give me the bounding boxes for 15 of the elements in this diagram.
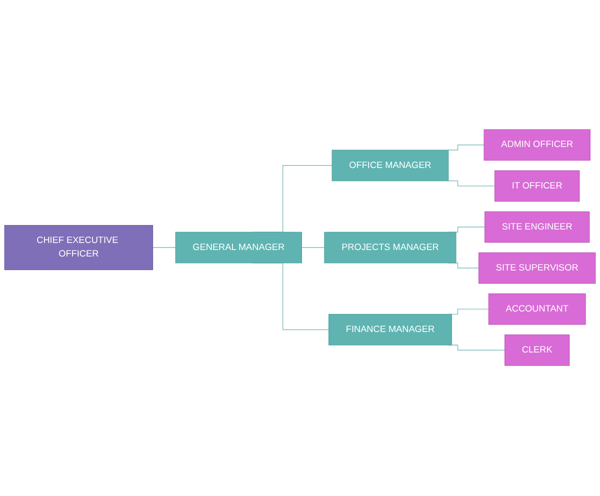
- node-box: FINANCE MANAGER: [328, 314, 452, 346]
- node-box: PROJECTS MANAGER: [324, 232, 456, 264]
- node-box: SITE ENGINEER: [484, 212, 590, 244]
- connector: [448, 144, 484, 151]
- connector: [448, 227, 486, 234]
- node-box: CLERK: [504, 334, 570, 366]
- node-box: OFFICE MANAGER: [332, 150, 449, 182]
- node-box: SITE SUPERVISOR: [478, 252, 596, 284]
- node-box: CHIEF EXECUTIVE OFFICER: [4, 225, 154, 271]
- node-box: IT OFFICER: [494, 170, 580, 202]
- connector: [252, 165, 332, 234]
- connector: [448, 180, 496, 187]
- node-box: ACCOUNTANT: [488, 294, 586, 326]
- node-box: ADMIN OFFICER: [484, 130, 590, 162]
- node-box: GENERAL MANAGER: [175, 232, 302, 264]
